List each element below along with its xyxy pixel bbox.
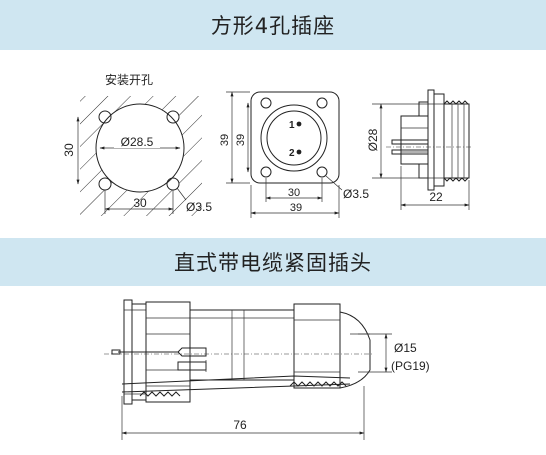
socket-hole-dim: Ø3.5 [343,187,369,201]
socket-side-drawing: Ø28 22 [366,89,472,210]
cutout-height-dim: 30 [62,143,76,157]
plug-drawing: Ø15 (PG19) 76 [104,299,430,440]
socket-front-drawing: 1 2 39 39 30 39 Ø3.5 [219,91,369,218]
cutout-label: 安装开孔 [105,72,153,87]
socket-side-length-dim: 22 [429,190,443,204]
section-title-socket: 方形4孔插座 [210,14,336,38]
plug-diameter-dim: Ø15 [394,341,417,355]
pin-2-label: 2 [289,148,295,159]
socket-side-diameter-dim: Ø28 [366,128,380,151]
socket-inner-width-dim: 30 [288,187,300,199]
section-header-plug: 直式带电缆紧固插头 [0,238,546,286]
socket-outer-width-dim: 39 [290,202,302,214]
socket-inner-height-dim: 39 [235,134,247,146]
panel-cutout-drawing: 安装开孔 Ø28.5 30 30 Ø3.5 [62,72,212,216]
section-header-socket: 方形4孔插座 [0,0,546,50]
socket-outer-height-dim: 39 [219,134,231,146]
cutout-hole-dim: Ø3.5 [186,200,212,214]
plug-length-dim: 76 [233,418,247,432]
cutout-width-dim: 30 [133,196,147,210]
pin-1-label: 1 [289,120,295,131]
cutout-diameter-dim: Ø28.5 [121,135,154,149]
section-title-plug: 直式带电缆紧固插头 [174,251,372,275]
plug-thread-dim: (PG19) [391,359,430,373]
